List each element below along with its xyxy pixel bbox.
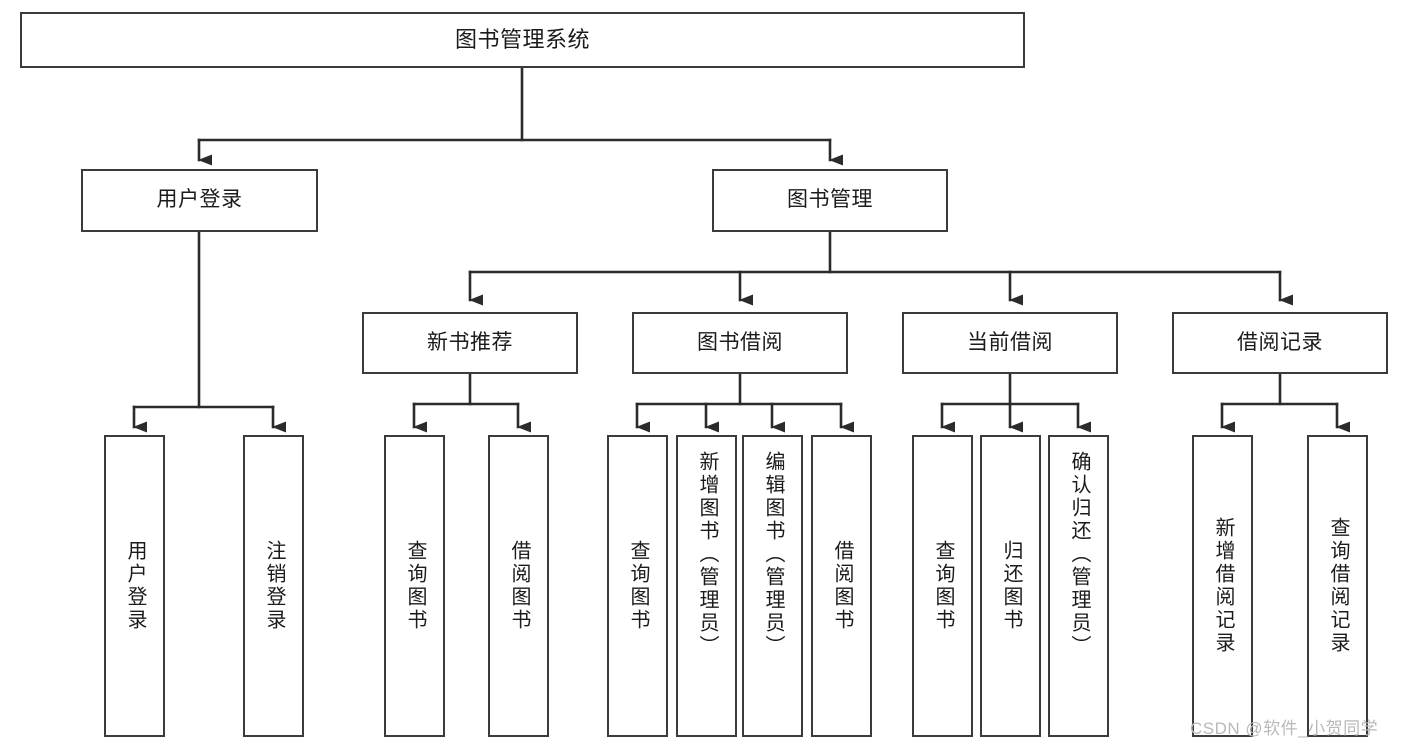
node-book-manage[interactable]: 图书管理 [712,169,948,232]
node-label: 当前借阅 [967,330,1053,354]
node-label: 图书管理 [787,188,873,212]
node-root-book-management-system[interactable]: 图书管理系统 [20,12,1025,68]
node-label: 归还图书 [1000,540,1022,632]
node-leaf-edit-book[interactable]: 编辑图书（管理员） [742,435,803,737]
node-label: 图书借阅 [697,330,783,354]
node-book-borrow[interactable]: 图书借阅 [632,312,848,374]
node-leaf-query-book-current[interactable]: 查询图书 [912,435,973,737]
node-user-login[interactable]: 用户登录 [81,169,318,232]
node-label: 编辑图书（管理员） [762,451,784,658]
node-leaf-query-book-recommend[interactable]: 查询图书 [384,435,445,737]
node-label: 新书推荐 [427,330,513,354]
node-label: 用户登录 [156,188,243,212]
node-current-borrow[interactable]: 当前借阅 [902,312,1118,374]
node-label: 借阅图书 [831,540,853,632]
node-label: 新增图书（管理员） [696,451,718,658]
node-label: 查询图书 [932,540,954,632]
node-leaf-add-borrow-record[interactable]: 新增借阅记录 [1192,435,1253,737]
node-leaf-confirm-return[interactable]: 确认归还（管理员） [1048,435,1109,737]
node-label: 新增借阅记录 [1212,517,1234,655]
node-label: 用户登录 [124,540,146,632]
node-leaf-query-book-borrow[interactable]: 查询图书 [607,435,668,737]
node-leaf-add-book[interactable]: 新增图书（管理员） [676,435,737,737]
csdn-watermark: CSDN @软件_小贺同学 [1190,719,1379,738]
node-label: 借阅图书 [508,540,530,632]
node-leaf-borrow-book[interactable]: 借阅图书 [811,435,872,737]
node-leaf-return-book[interactable]: 归还图书 [980,435,1041,737]
node-new-book-recommend[interactable]: 新书推荐 [362,312,578,374]
node-label: 图书管理系统 [454,27,590,53]
node-label: 确认归还（管理员） [1068,451,1090,658]
node-label: 查询图书 [627,540,649,632]
node-label: 查询图书 [404,540,426,632]
node-label: 借阅记录 [1237,330,1323,354]
node-label: 注销登录 [263,540,285,632]
node-leaf-user-login[interactable]: 用户登录 [104,435,165,737]
node-label: 查询借阅记录 [1327,517,1349,655]
node-borrow-record[interactable]: 借阅记录 [1172,312,1388,374]
node-leaf-logout-login[interactable]: 注销登录 [243,435,304,737]
node-leaf-query-borrow-record[interactable]: 查询借阅记录 [1307,435,1368,737]
node-leaf-borrow-book-recommend[interactable]: 借阅图书 [488,435,549,737]
